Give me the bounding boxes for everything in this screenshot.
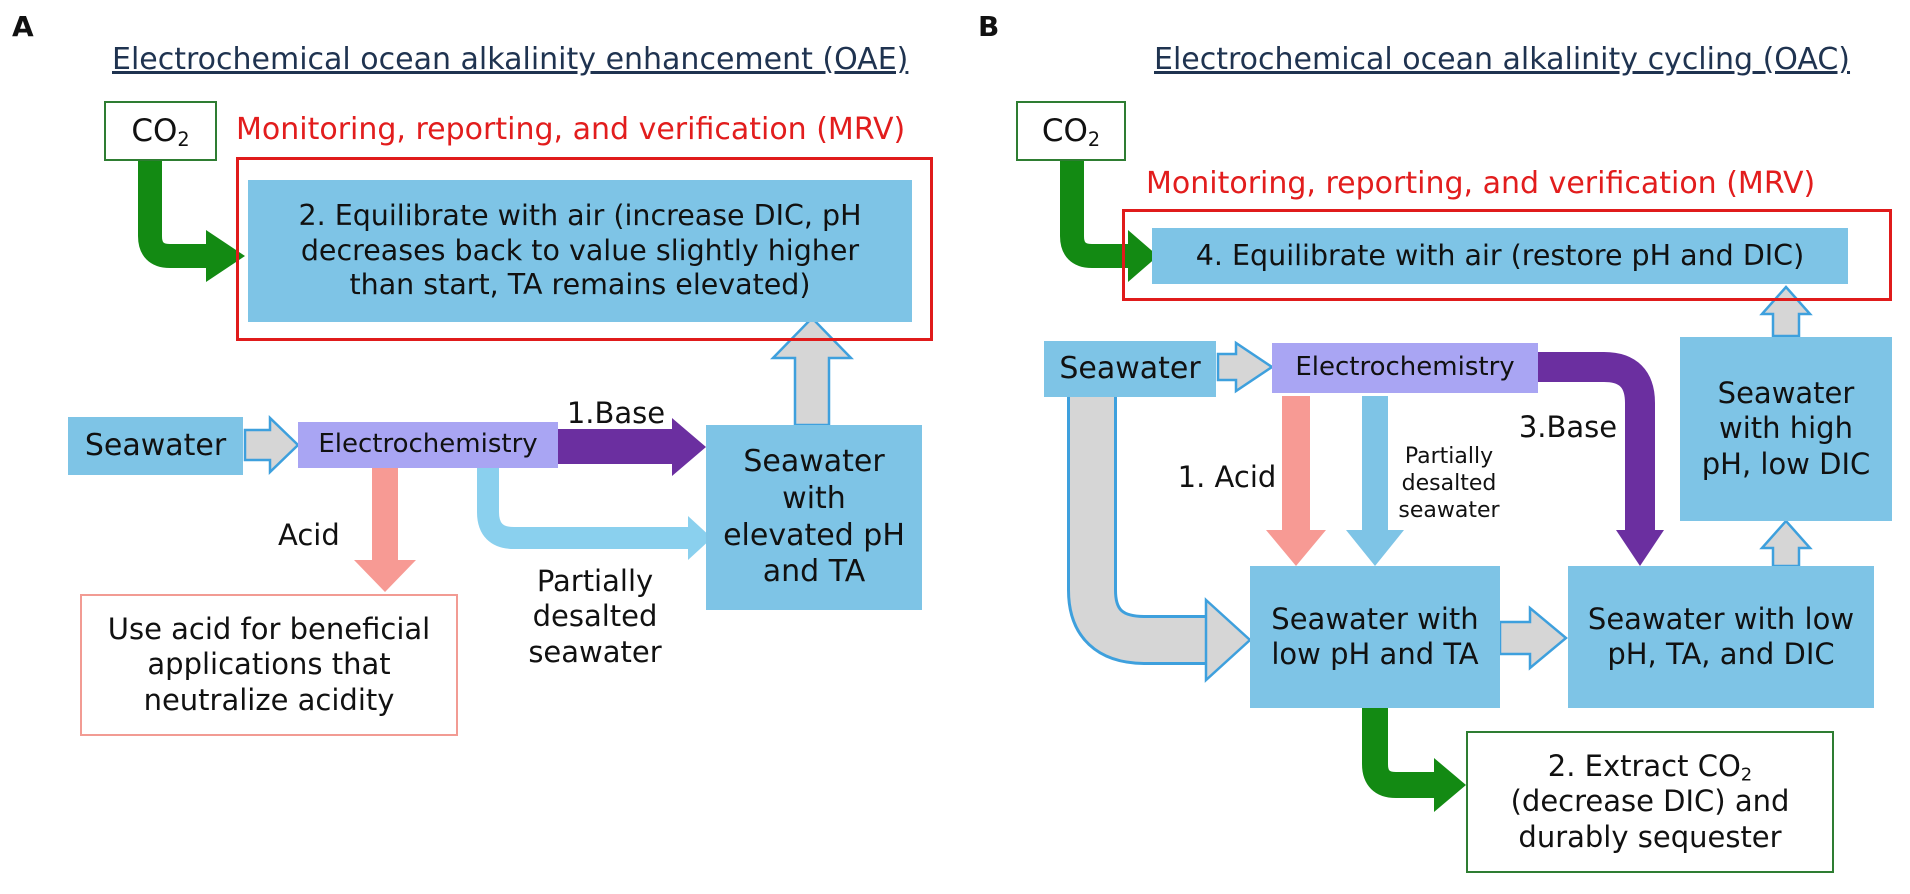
b-low-ph-ta-dic-box: Seawater with low pH, TA, and DIC bbox=[1568, 566, 1874, 708]
b-up-arrow-lower bbox=[1759, 519, 1813, 568]
a-desalted-arrowhead bbox=[688, 516, 712, 560]
b-seawater-to-electro-arrow bbox=[1216, 340, 1275, 394]
a-mrv-label: Monitoring, reporting, and verification … bbox=[236, 112, 906, 147]
panel-b-title: Electrochemical ocean alkalinity cycling… bbox=[1154, 42, 1851, 77]
a-base-arrow bbox=[558, 418, 706, 476]
a-electrochemistry-box: Electrochemistry bbox=[298, 422, 558, 468]
a-acid-arrowhead bbox=[354, 560, 416, 592]
b-seawater-down-arrowhead bbox=[1204, 597, 1252, 683]
b-seawater-box: Seawater bbox=[1044, 341, 1216, 397]
b-desalted-arrow-shaft bbox=[1362, 396, 1388, 532]
b-extract-box: 2. Extract CO2 (decrease DIC) and durabl… bbox=[1466, 731, 1834, 873]
a-mrv-frame bbox=[236, 157, 933, 341]
a-elevated-box: Seawater with elevated pH and TA bbox=[706, 425, 922, 610]
b-co2-arrowhead bbox=[1128, 230, 1158, 282]
a-acid-arrow-shaft bbox=[372, 468, 398, 562]
a-co2-arrow bbox=[138, 160, 208, 268]
a-equilibrate-box: 2. Equilibrate with air (increase DIC, p… bbox=[248, 180, 912, 322]
a-acid-label: Acid bbox=[278, 518, 340, 552]
b-co2-box: CO2 bbox=[1016, 101, 1126, 161]
b-base-arrowhead bbox=[1616, 530, 1664, 566]
b-mrv-label: Monitoring, reporting, and verification … bbox=[1146, 166, 1816, 201]
panel-b-letter: B bbox=[978, 10, 1000, 43]
a-seawater-box: Seawater bbox=[68, 417, 243, 475]
panel-a-title: Electrochemical ocean alkalinity enhance… bbox=[112, 42, 909, 77]
b-desalted-arrowhead bbox=[1346, 530, 1404, 566]
b-middle-right-arrow bbox=[1498, 605, 1568, 671]
b-base-label: 3.Base bbox=[1518, 410, 1618, 444]
a-use-acid-box: Use acid for beneficial applications tha… bbox=[80, 594, 458, 736]
b-co2-arrow bbox=[1060, 160, 1130, 268]
b-co2-label: CO2 bbox=[1041, 113, 1101, 151]
b-desalted-label: Partially desalted seawater bbox=[1398, 444, 1500, 523]
b-mrv-frame bbox=[1122, 209, 1892, 301]
b-acid-label: 1. Acid bbox=[1177, 460, 1277, 494]
b-acid-arrow-shaft bbox=[1282, 396, 1310, 532]
b-seawater-down-arrow-fill bbox=[1070, 396, 1208, 662]
b-extract-arrow bbox=[1362, 708, 1436, 798]
b-extract-label: 2. Extract CO2 (decrease DIC) and durabl… bbox=[1510, 748, 1790, 854]
b-extract-arrowhead bbox=[1434, 758, 1466, 812]
a-co2-arrowhead bbox=[206, 230, 245, 282]
panel-a-letter: A bbox=[12, 10, 34, 43]
b-base-arrow bbox=[1538, 352, 1655, 532]
b-high-ph-box: Seawater with high pH, low DIC bbox=[1680, 337, 1892, 521]
a-desalted-arrow bbox=[477, 468, 690, 549]
b-equilibrate-box: 4. Equilibrate with air (restore pH and … bbox=[1152, 228, 1848, 284]
b-acid-arrowhead bbox=[1266, 530, 1326, 566]
a-seawater-to-electro-arrow bbox=[243, 415, 300, 475]
b-low-ph-ta-box: Seawater with low pH and TA bbox=[1250, 566, 1500, 708]
a-desalted-label: Partially desalted seawater bbox=[528, 564, 662, 669]
a-co2-label: CO2 bbox=[131, 113, 190, 151]
a-co2-box: CO2 bbox=[104, 101, 217, 161]
a-base-label: 1.Base bbox=[566, 396, 666, 430]
b-electrochemistry-box: Electrochemistry bbox=[1272, 343, 1538, 393]
